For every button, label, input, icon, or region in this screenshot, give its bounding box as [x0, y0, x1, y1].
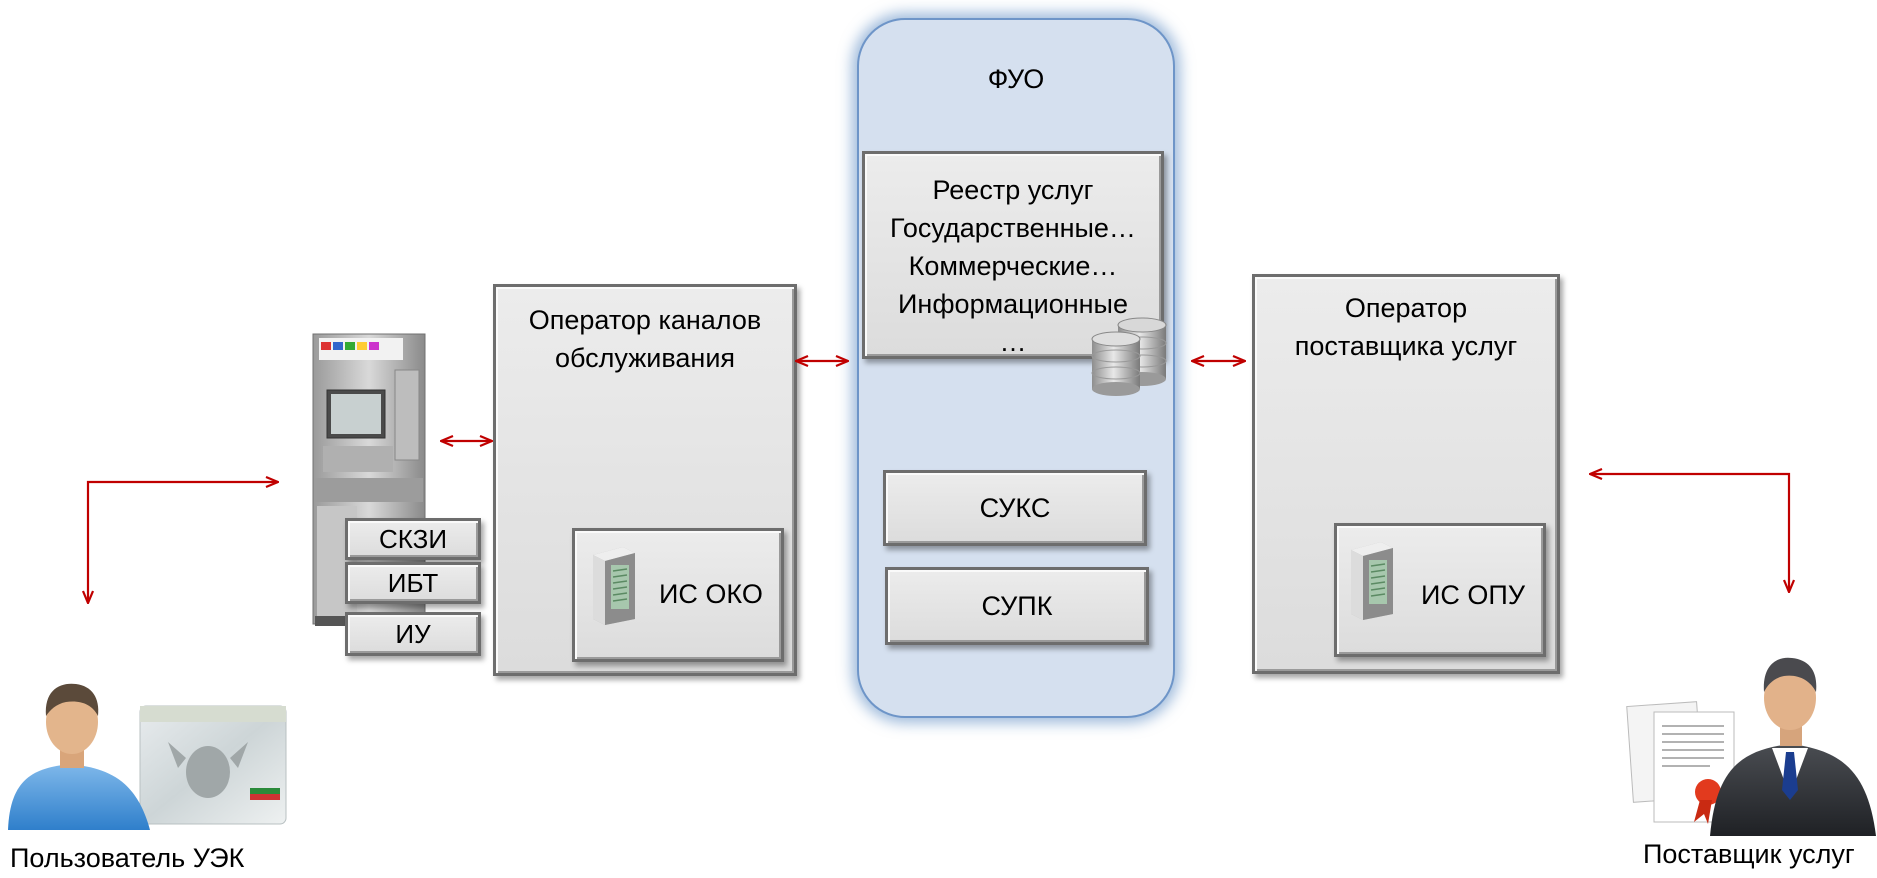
registry-line: Информационные [898, 289, 1128, 319]
skzi-label: СКЗИ [378, 523, 448, 554]
iu-label: ИУ [395, 618, 431, 649]
iu-box: ИУ [345, 612, 481, 656]
provider-operator-title-line: поставщика услуг [1294, 331, 1518, 361]
provider-operator-arrow [1590, 474, 1789, 592]
ibt-label: ИБТ [387, 567, 439, 598]
is-opu-label: ИС ОПУ [1421, 580, 1525, 610]
registry-line: Реестр услуг [932, 175, 1094, 205]
provider-operator-title-line: Оператор [1344, 293, 1468, 323]
fuo-title: ФУО [987, 64, 1045, 94]
supk-box: СУПК [885, 567, 1149, 645]
is-opu-box: ИС ОПУ [1334, 523, 1546, 657]
registry-text: Реестр услуг Государственные… Коммерческ… [865, 171, 1161, 361]
registry-line: … [999, 327, 1027, 357]
channel-operator-title-line: Оператор каналов [528, 305, 762, 335]
ibt-box: ИБТ [345, 562, 481, 604]
supk-label: СУПК [981, 590, 1053, 621]
user-label: Пользователь УЭК [10, 843, 245, 873]
suks-box: СУКС [883, 470, 1147, 546]
user-atm-arrow [88, 482, 278, 603]
user-with-card-icon [8, 683, 287, 830]
channel-operator-title-line: обслуживания [554, 343, 736, 373]
provider-operator-title: Оператор поставщика услуг [1255, 289, 1557, 365]
channel-operator-title: Оператор каналов обслуживания [496, 301, 794, 377]
is-oko-label: ИС ОКО [659, 579, 763, 609]
provider-label: Поставщик услуг [1643, 839, 1855, 869]
registry-line: Коммерческие… [908, 251, 1118, 281]
registry-line: Государственные… [890, 213, 1136, 243]
server-icon [593, 547, 635, 625]
service-registry-box: Реестр услуг Государственные… Коммерческ… [862, 151, 1164, 359]
service-provider-icon [1626, 657, 1876, 836]
is-oko-box: ИС ОКО [572, 528, 784, 662]
skzi-box: СКЗИ [345, 518, 481, 560]
database-icon [1091, 317, 1167, 396]
server-icon [1351, 542, 1393, 620]
suks-label: СУКС [979, 492, 1051, 523]
